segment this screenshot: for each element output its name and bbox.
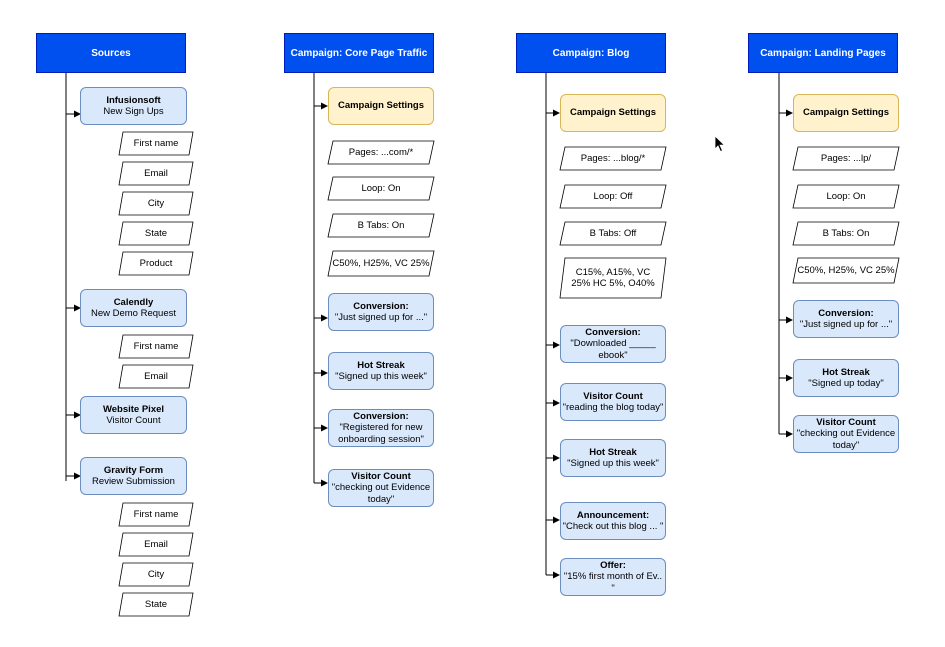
source-subtitle: New Demo Request [90,308,176,319]
landing-item-conversion[interactable]: Conversion:"Just signed up for ..." [793,300,899,338]
blog-item-visitor-count[interactable]: Visitor Count"reading the blog today" [560,383,666,421]
core-item-visitor-count[interactable]: Visitor Count"checking out Evidence toda… [328,469,434,507]
source-infusionsoft[interactable]: Infusionsoft New Sign Ups [80,87,187,125]
landing-param-loop[interactable]: Loop: On [792,184,900,209]
field-email[interactable]: Email [118,161,194,186]
field-first-name[interactable]: First name [118,131,194,156]
field-state[interactable]: State [118,592,194,617]
field-email[interactable]: Email [118,532,194,557]
source-subtitle: New Sign Ups [103,106,164,117]
landing-param-btabs[interactable]: B Tabs: On [792,221,900,246]
source-title: Calendly [113,296,154,308]
sources-header[interactable]: Sources [36,33,186,73]
blog-item-announcement[interactable]: Announcement:"Check out this blog ... " [560,502,666,540]
landing-campaign-settings[interactable]: Campaign Settings [793,94,899,132]
blog-item-conversion[interactable]: Conversion:"Downloaded _____ ebook" [560,325,666,363]
source-gravity-form[interactable]: Gravity Form Review Submission [80,457,187,495]
field-city[interactable]: City [118,191,194,216]
source-title: Website Pixel [102,403,165,415]
mouse-cursor-icon [714,135,726,153]
source-title: Gravity Form [103,464,164,476]
blog-param-mix[interactable]: C15%, A15%, VC 25% HC 5%, O40% [559,257,667,299]
blog-param-btabs[interactable]: B Tabs: Off [559,221,667,246]
landing-param-mix[interactable]: C50%, H25%, VC 25% [792,257,900,284]
field-product[interactable]: Product [118,251,194,276]
core-item-conversion[interactable]: Conversion:"Just signed up for ..." [328,293,434,331]
landing-item-hot-streak[interactable]: Hot Streak"Signed up today" [793,359,899,397]
landing-campaign-header[interactable]: Campaign: Landing Pages [748,33,898,73]
source-title: Infusionsoft [106,94,161,106]
field-first-name[interactable]: First name [118,334,194,359]
field-email[interactable]: Email [118,364,194,389]
source-calendly[interactable]: Calendly New Demo Request [80,289,187,327]
field-state[interactable]: State [118,221,194,246]
blog-campaign-settings[interactable]: Campaign Settings [560,94,666,132]
core-item-conversion-onboarding[interactable]: Conversion:"Registered for new onboardin… [328,409,434,447]
blog-item-hot-streak[interactable]: Hot Streak"Signed up this week" [560,439,666,477]
core-campaign-settings[interactable]: Campaign Settings [328,87,434,125]
field-first-name[interactable]: First name [118,502,194,527]
blog-campaign-header[interactable]: Campaign: Blog [516,33,666,73]
blog-param-pages[interactable]: Pages: ...blog/* [559,146,667,171]
core-campaign-header[interactable]: Campaign: Core Page Traffic [284,33,434,73]
source-website-pixel[interactable]: Website Pixel Visitor Count [80,396,187,434]
source-subtitle: Visitor Count [106,415,161,426]
core-item-hot-streak[interactable]: Hot Streak"Signed up this week" [328,352,434,390]
core-param-mix[interactable]: C50%, H25%, VC 25% [327,250,435,277]
core-param-loop[interactable]: Loop: On [327,176,435,201]
blog-param-loop[interactable]: Loop: Off [559,184,667,209]
landing-param-pages[interactable]: Pages: ...lp/ [792,146,900,171]
blog-item-offer[interactable]: Offer:"15% first month of Ev.. " [560,558,666,596]
field-city[interactable]: City [118,562,194,587]
core-param-pages[interactable]: Pages: ...com/* [327,140,435,165]
landing-item-visitor-count[interactable]: Visitor Count"checking out Evidence toda… [793,415,899,453]
source-subtitle: Review Submission [92,476,175,487]
core-param-btabs[interactable]: B Tabs: On [327,213,435,238]
